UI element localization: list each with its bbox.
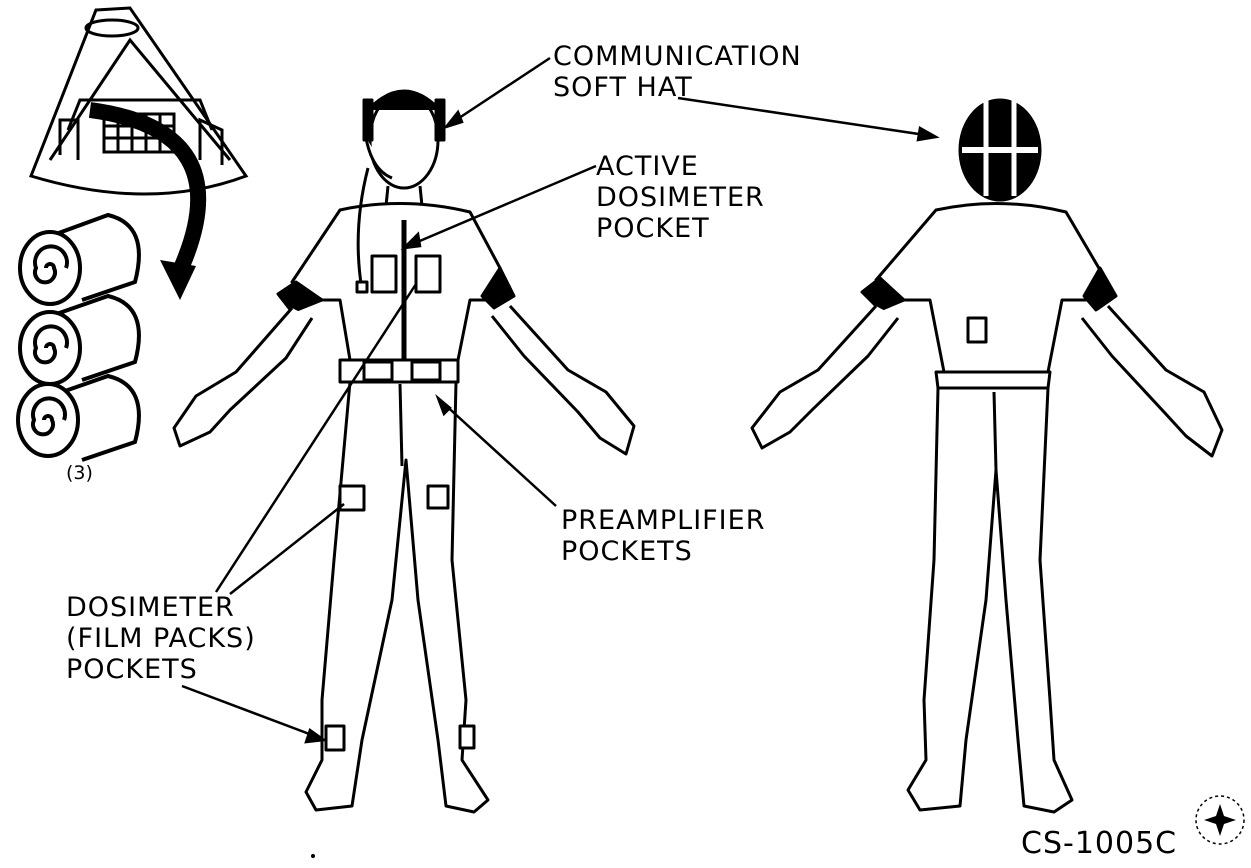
roll-count-label: (3): [66, 458, 93, 489]
apollo-logistics-seal-icon: [1196, 796, 1244, 844]
label-line: DOSIMETER: [596, 182, 765, 213]
label-line: (FILM PACKS): [66, 623, 256, 654]
label-line: DOSIMETER: [66, 592, 256, 623]
figure-code-label: CS-1005C: [1021, 828, 1177, 859]
label-line: PREAMPLIFIER: [561, 505, 765, 536]
label-line: ACTIVE: [596, 151, 765, 182]
crewman-back-icon: [752, 100, 1222, 812]
label-line: COMMUNICATION: [553, 41, 802, 72]
label-line: POCKETS: [66, 654, 256, 685]
label-line: POCKET: [596, 213, 765, 244]
crewman-front-icon: [174, 91, 634, 812]
film-roll-icon: [18, 215, 139, 460]
preamplifier-pockets-label: PREAMPLIFIER POCKETS: [561, 505, 765, 567]
dosimeter-film-packs-pockets-label: DOSIMETER (FILM PACKS) POCKETS: [66, 592, 256, 685]
command-module-icon: [31, 8, 246, 194]
print-speck: [311, 854, 315, 858]
active-dosimeter-pocket-label: ACTIVE DOSIMETER POCKET: [596, 151, 765, 244]
communication-soft-hat-label: COMMUNICATION SOFT HAT: [553, 41, 802, 103]
label-line: SOFT HAT: [553, 72, 802, 103]
label-line: POCKETS: [561, 536, 765, 567]
